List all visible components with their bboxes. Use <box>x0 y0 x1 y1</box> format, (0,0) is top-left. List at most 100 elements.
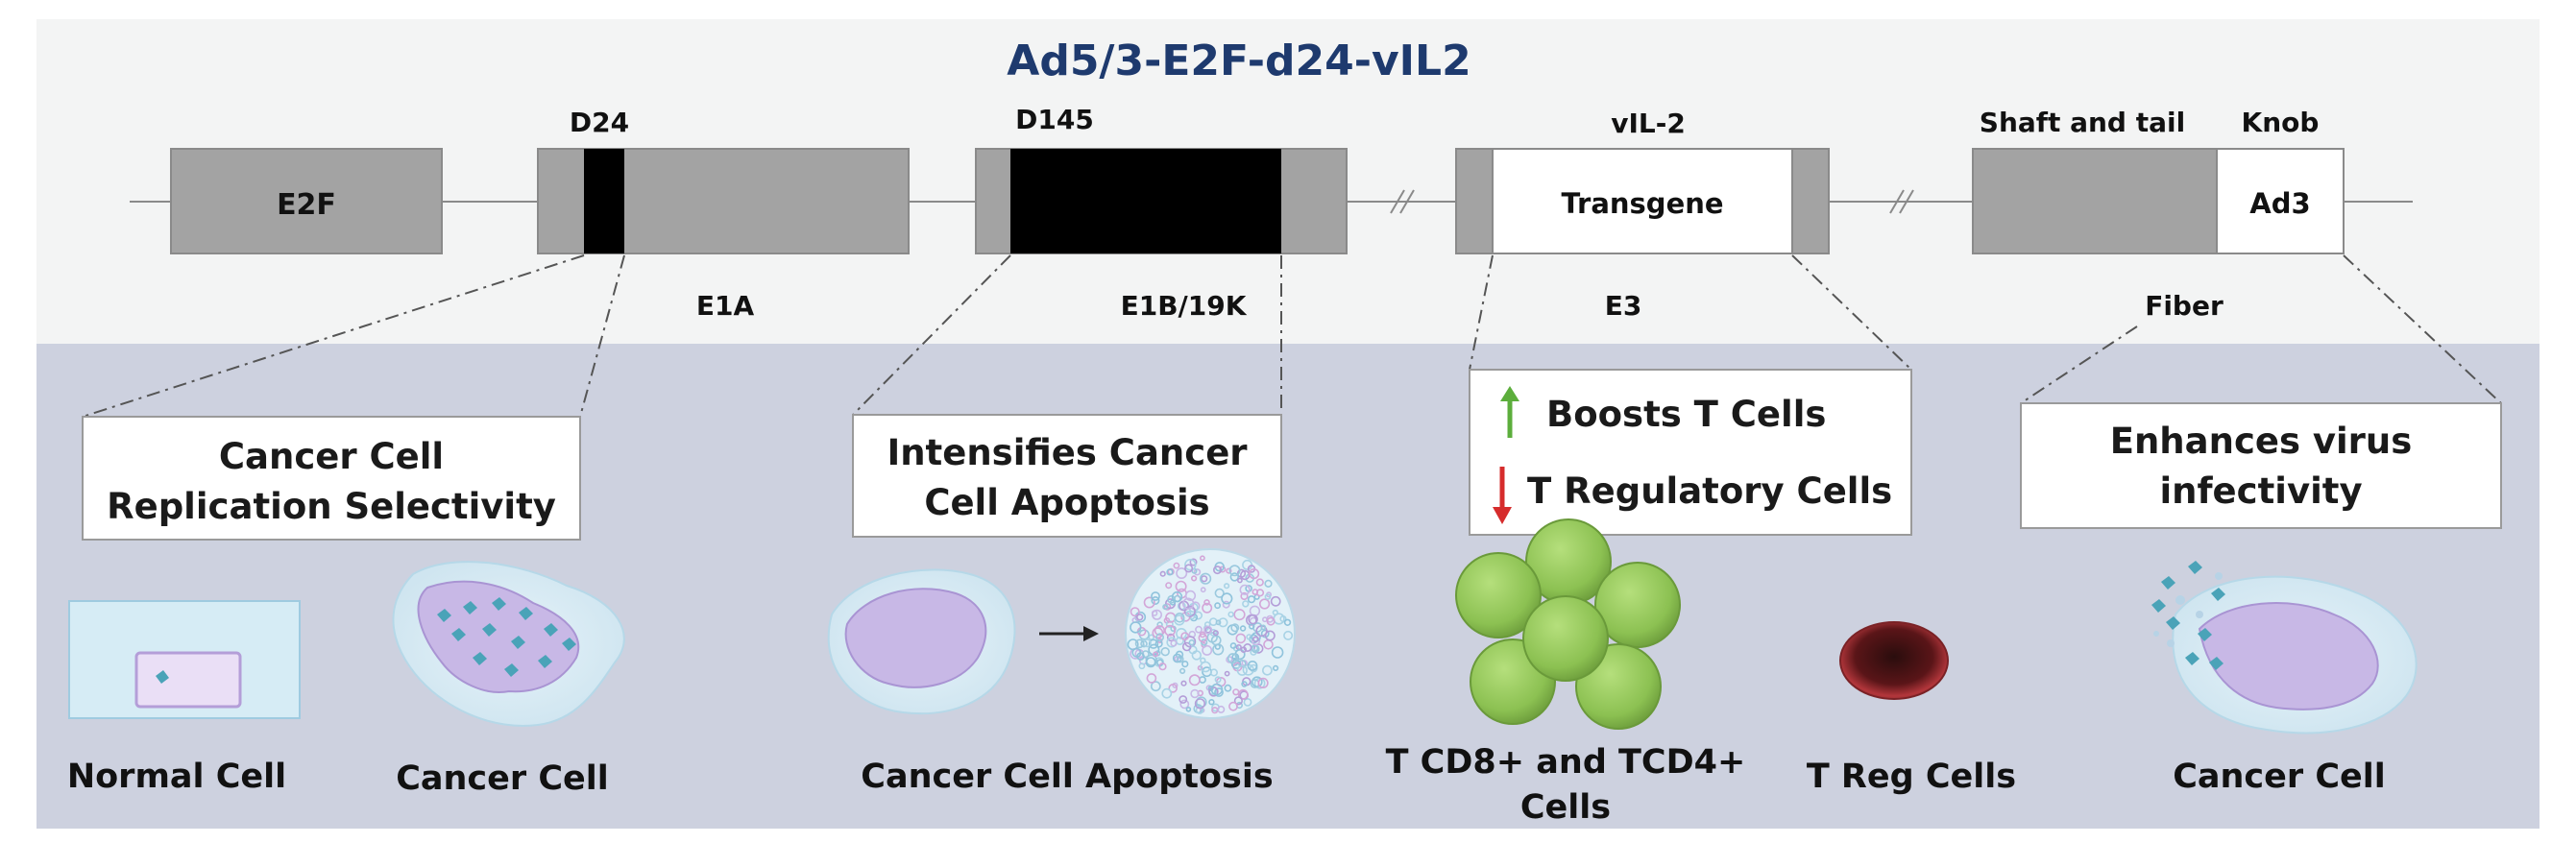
apoptotic-fragment <box>1202 602 1213 614</box>
apoptotic-fragment <box>1210 635 1222 646</box>
apoptotic-fragment <box>1200 555 1205 562</box>
apoptotic-fragment <box>1200 638 1208 646</box>
apoptotic-fragment <box>1264 630 1276 641</box>
apoptotic-fragment <box>1240 591 1249 601</box>
apoptotic-fragment <box>1130 607 1140 617</box>
apoptotic-fragment <box>1270 595 1281 607</box>
apoptotic-fragment <box>1170 639 1178 647</box>
treg-cell <box>1839 621 1949 700</box>
apoptotic-fragment <box>1190 575 1198 582</box>
apoptotic-fragment <box>1217 705 1226 713</box>
e1b-label: E1B/19K <box>1121 290 1248 322</box>
apoptotic-fragment <box>1229 572 1240 582</box>
diagram-title: Ad5/3-E2F-d24-vIL2 <box>1007 36 1470 85</box>
apoptotic-fragment <box>1198 633 1208 643</box>
apoptotic-fragment <box>1247 661 1258 671</box>
apoptotic-fragment <box>1219 566 1227 573</box>
apoptotic-fragment <box>1227 653 1239 664</box>
cancer-cell-2-label: Cancer Cell <box>2173 758 2386 796</box>
apoptotic-fragment <box>1130 621 1142 634</box>
ad3-label: Ad3 <box>2249 187 2310 220</box>
apoptotic-fragment <box>1201 575 1208 583</box>
apoptotic-fragment <box>1212 630 1219 637</box>
apoptotic-fragment <box>1194 698 1205 710</box>
apoptotic-fragment <box>1252 589 1259 595</box>
d24-label: D24 <box>570 107 629 138</box>
apoptosis-line2: Cell Apoptosis <box>924 482 1209 523</box>
apoptotic-fragment <box>1247 595 1256 604</box>
apoptotic-fragment <box>1237 577 1243 584</box>
e2f-label: E2F <box>277 188 336 222</box>
d145-deletion <box>1010 149 1281 253</box>
apoptotic-fragment <box>1239 584 1251 595</box>
apoptotic-fragment <box>1266 616 1276 626</box>
break-mark <box>1390 189 1914 214</box>
apoptotic-fragment <box>1172 653 1182 663</box>
apoptotic-fragment <box>1138 662 1146 670</box>
apoptotic-fragment <box>1272 664 1279 672</box>
apoptotic-fragment <box>1174 612 1185 623</box>
shaft-tail-label: Shaft and tail <box>1980 107 2185 138</box>
apoptotic-fragment <box>1227 611 1234 618</box>
apoptotic-fragment <box>1202 644 1213 656</box>
e3-block-right <box>1791 148 1830 254</box>
apoptotic-fragment <box>1235 633 1247 644</box>
apoptotic-fragment <box>1223 583 1230 590</box>
apoptotic-fragment <box>1209 668 1218 677</box>
apoptotic-fragment <box>1200 587 1206 593</box>
knob-label: Knob <box>2242 107 2320 138</box>
apoptotic-fragment <box>1241 681 1248 687</box>
apoptotic-fragment <box>1260 624 1267 631</box>
apoptotic-fragment <box>1156 621 1163 628</box>
apoptotic-fragment <box>1240 646 1248 654</box>
apoptosis-box <box>852 414 1282 538</box>
apoptotic-fragment <box>1185 611 1192 616</box>
apoptotic-fragment <box>1203 625 1213 635</box>
apoptotic-fragment <box>1272 609 1278 616</box>
apoptotic-fragment <box>1264 579 1273 589</box>
apoptotic-fragment <box>1230 623 1240 633</box>
apoptotic-fragment <box>1163 603 1172 611</box>
boosts-tcells-text: Boosts T Cells <box>1546 394 1826 435</box>
apoptotic-fragment <box>1229 642 1237 649</box>
apoptotic-fragment <box>1188 638 1196 646</box>
t-cell-cluster <box>1455 518 1681 730</box>
apoptotic-fragment <box>1255 578 1264 587</box>
apoptotic-fragment <box>1203 599 1210 606</box>
apoptotic-fragment <box>1283 630 1294 640</box>
cancer-cell-infectivity <box>2151 561 2418 735</box>
apoptotic-fragment <box>1191 650 1203 661</box>
d24-deletion <box>584 149 624 253</box>
apoptotic-fragment <box>1161 687 1173 699</box>
apoptotic-fragment <box>1165 582 1173 590</box>
apoptotic-fragment <box>1279 614 1287 623</box>
transgene-label: Transgene <box>1561 187 1723 220</box>
apoptotic-fragment <box>1173 562 1180 569</box>
apoptotic-fragment <box>1175 580 1187 592</box>
knob-ad3-block <box>2216 148 2345 254</box>
transgene-block <box>1492 148 1793 254</box>
infectivity-line2: infectivity <box>2159 470 2362 512</box>
apoptotic-cell <box>1125 548 1296 719</box>
arrow-right-icon <box>1039 626 1099 641</box>
apoptotic-fragment <box>1184 558 1197 571</box>
apoptotic-fragment <box>1181 641 1192 652</box>
apoptotic-fragment <box>1210 683 1224 696</box>
apoptotic-fragment <box>1214 588 1225 598</box>
apoptotic-fragment <box>1153 651 1158 658</box>
apoptotic-fragment <box>1208 686 1219 697</box>
apoptosis-line1: Intensifies Cancer <box>887 432 1248 473</box>
e2f-block <box>170 148 443 254</box>
apoptotic-fragment <box>1214 676 1222 684</box>
apoptotic-fragment <box>1145 657 1156 668</box>
apoptotic-fragment <box>1222 600 1230 609</box>
apoptotic-fragment <box>1248 567 1260 580</box>
apoptotic-fragment <box>1193 568 1202 576</box>
apoptotic-fragment <box>1189 558 1198 566</box>
apoptosis-label: Cancer Cell Apoptosis <box>861 758 1273 796</box>
apoptotic-fragment <box>1262 664 1273 676</box>
apoptotic-fragment <box>1257 677 1269 689</box>
tcell-box <box>1469 369 1912 536</box>
apoptotic-fragment <box>1224 670 1230 677</box>
